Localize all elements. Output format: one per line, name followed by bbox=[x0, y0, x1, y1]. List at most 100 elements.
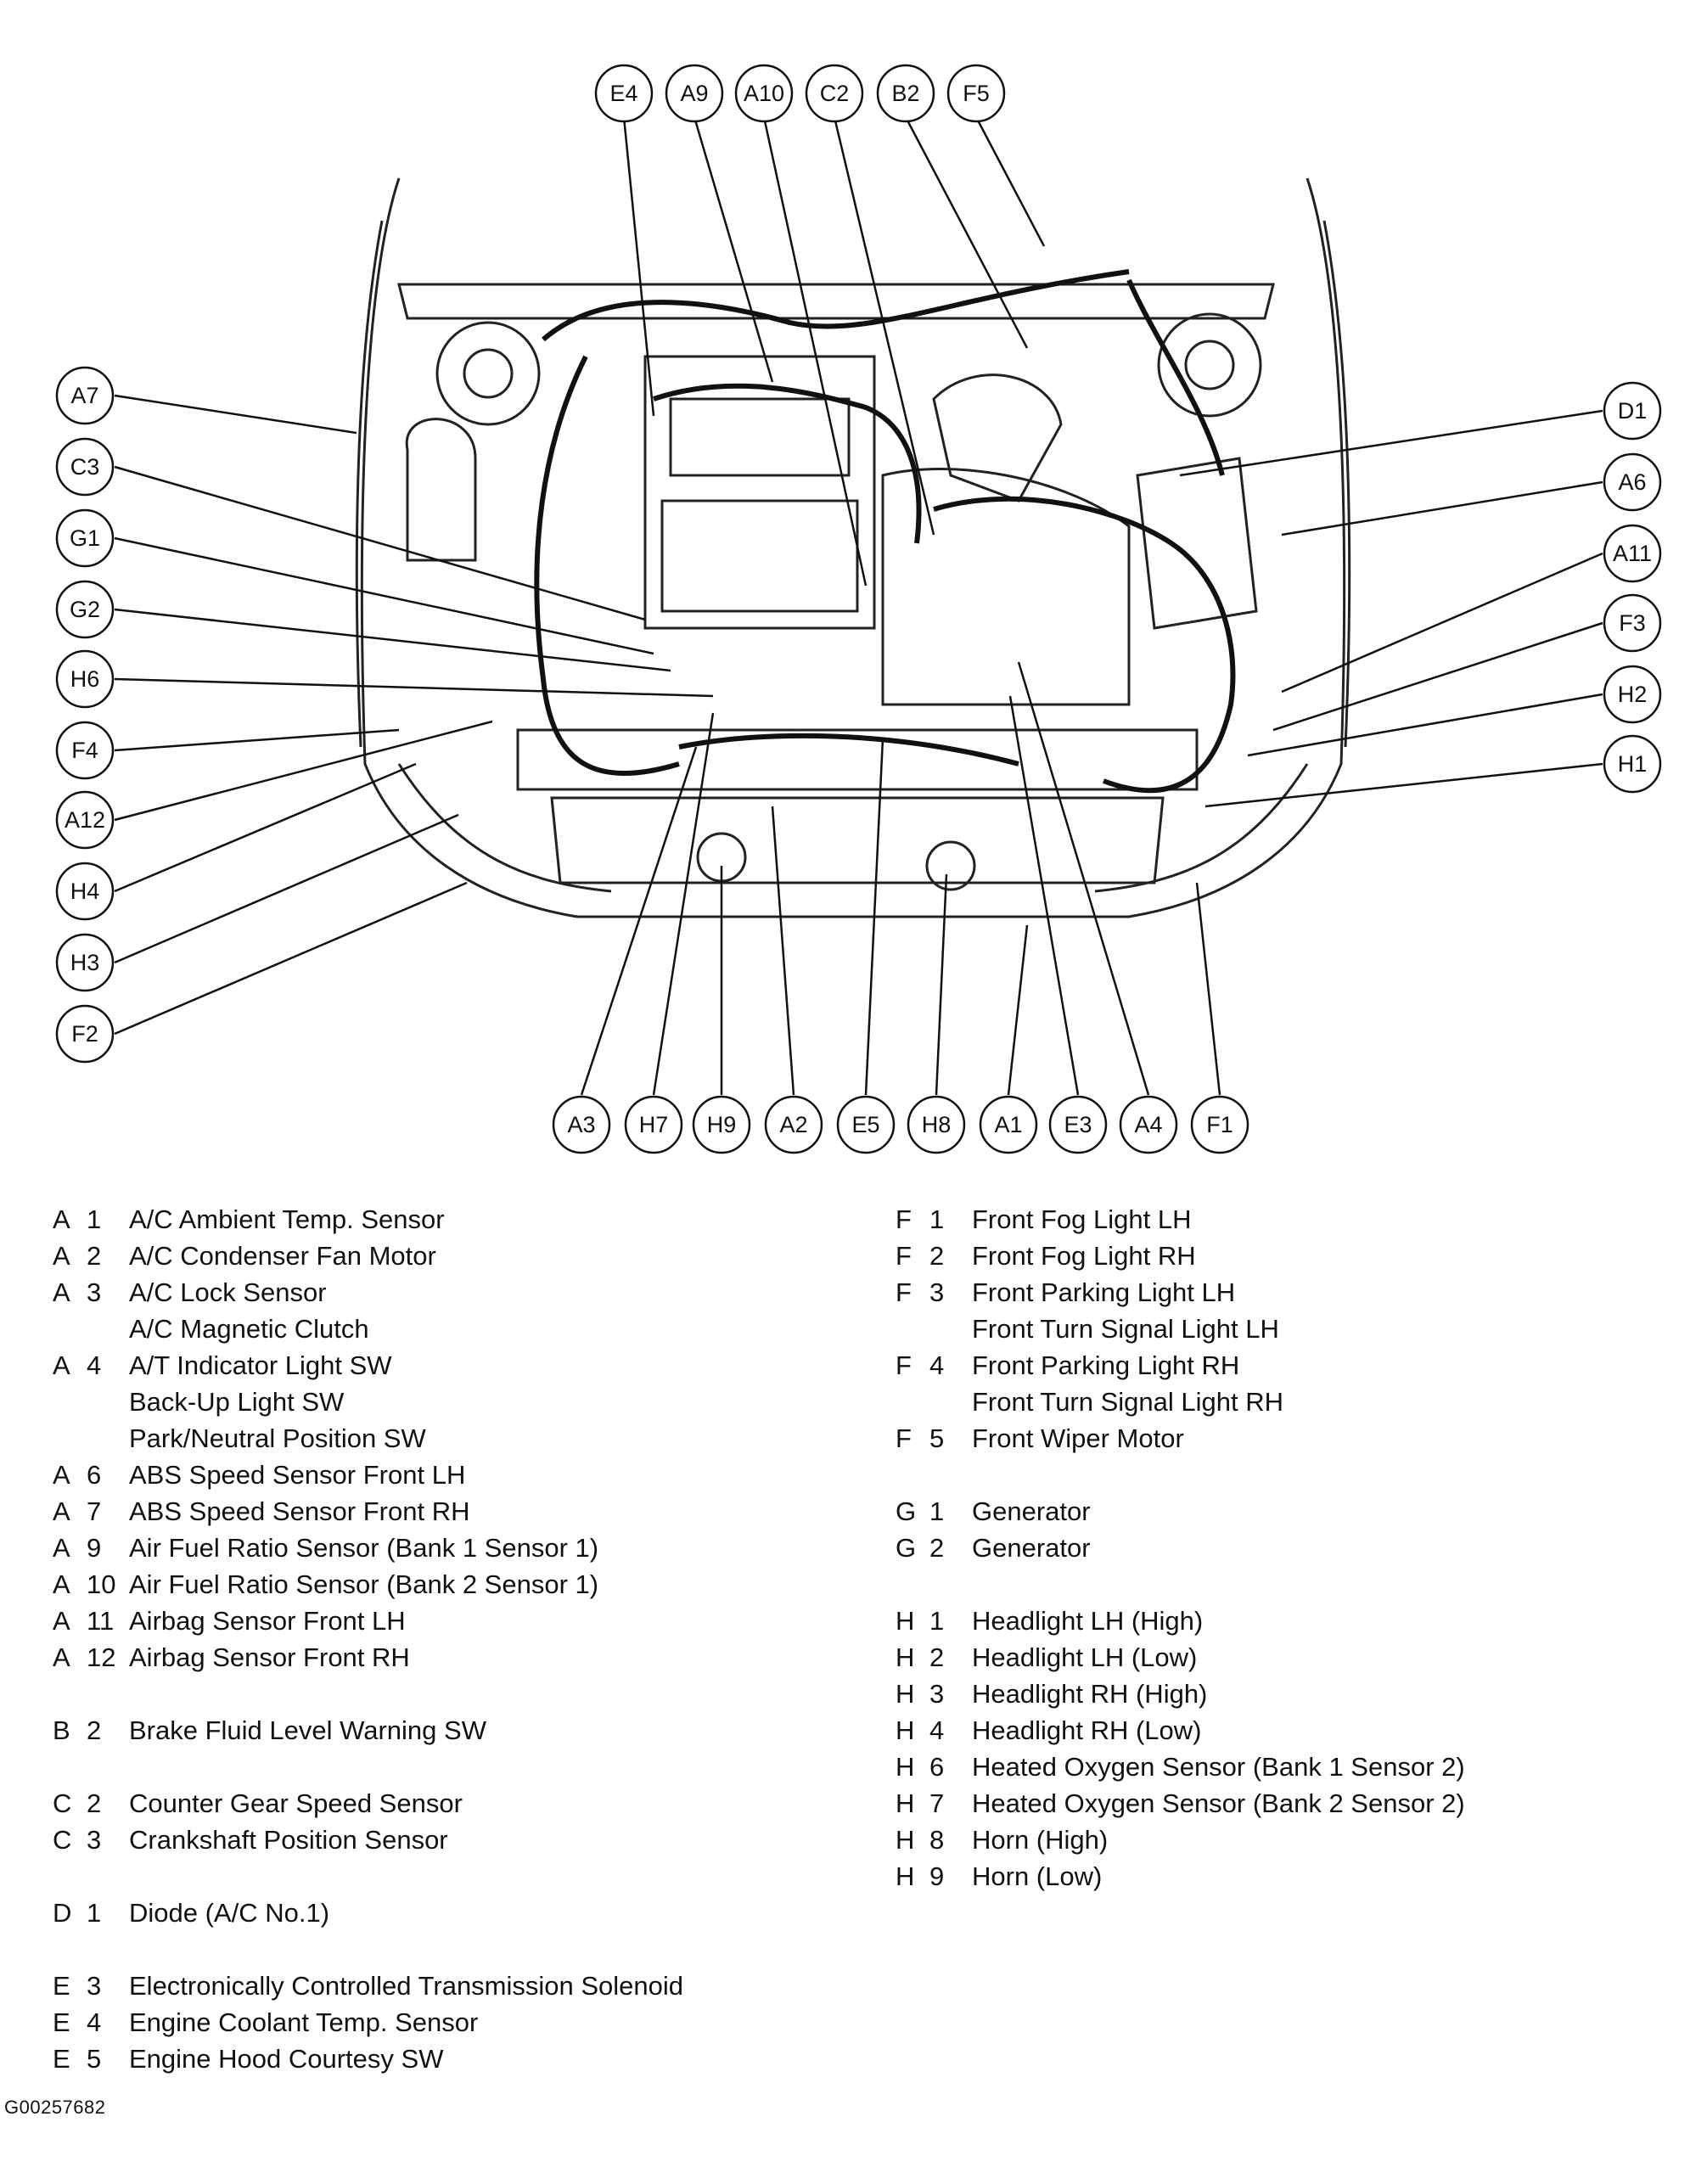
callout-label: D1 bbox=[1618, 398, 1648, 424]
callout-circle bbox=[55, 933, 115, 992]
legend-description: Brake Fluid Level Warning SW bbox=[129, 1715, 486, 1745]
legend-number: 5 bbox=[87, 2044, 102, 2074]
legend-number bbox=[87, 1311, 129, 1347]
legend-letter: C bbox=[53, 1788, 72, 1818]
legend-description: A/C Magnetic Clutch bbox=[129, 1314, 369, 1344]
legend-row: Front Turn Signal Light RH bbox=[896, 1384, 1659, 1420]
legend-letter: A bbox=[53, 1277, 70, 1307]
legend-letter: B bbox=[53, 1715, 70, 1745]
callout-e4: E4 bbox=[594, 64, 654, 123]
legend-number: 4 bbox=[929, 1350, 945, 1380]
legend-letter: F bbox=[896, 1423, 912, 1453]
legend-description: Heated Oxygen Sensor (Bank 1 Sensor 2) bbox=[972, 1752, 1465, 1782]
callout-f4: F4 bbox=[55, 721, 115, 780]
callout-e5: E5 bbox=[836, 1095, 896, 1154]
legend-number: 3 bbox=[87, 1825, 102, 1855]
legend-letter bbox=[53, 1384, 87, 1420]
callout-circle bbox=[734, 64, 794, 123]
legend-description: Counter Gear Speed Sensor bbox=[129, 1788, 463, 1818]
legend-letter: E bbox=[53, 2007, 70, 2037]
callout-label: E5 bbox=[851, 1112, 879, 1137]
callout-circle bbox=[805, 64, 864, 123]
legend-description: Front Turn Signal Light RH bbox=[972, 1387, 1284, 1417]
callout-circle bbox=[55, 580, 115, 639]
legend-row: Front Turn Signal Light LH bbox=[896, 1311, 1659, 1347]
legend-letter: H bbox=[896, 1642, 915, 1672]
callout-circle bbox=[55, 790, 115, 850]
callout-circle bbox=[55, 1004, 115, 1064]
legend-letter: A bbox=[53, 1204, 70, 1234]
callout-h6: H6 bbox=[55, 649, 115, 709]
callout-label: H7 bbox=[639, 1112, 669, 1137]
legend-number: 3 bbox=[929, 1679, 945, 1709]
legend-letter: H bbox=[896, 1788, 915, 1818]
callout-label: G2 bbox=[70, 597, 100, 622]
callout-label: E4 bbox=[609, 81, 637, 106]
legend-letter: A bbox=[53, 1350, 70, 1380]
callout-label: C2 bbox=[820, 81, 850, 106]
callout-circle bbox=[55, 366, 115, 425]
callout-circle bbox=[624, 1095, 683, 1154]
callout-d1: D1 bbox=[1603, 381, 1662, 441]
callout-label: G1 bbox=[70, 525, 100, 551]
legend-row: A/C Magnetic Clutch bbox=[53, 1311, 868, 1347]
callout-a7: A7 bbox=[55, 366, 115, 425]
callout-g1: G1 bbox=[55, 508, 115, 568]
legend-letter: F bbox=[896, 1277, 912, 1307]
callout-label: H2 bbox=[1618, 682, 1648, 707]
legend-description: ABS Speed Sensor Front LH bbox=[129, 1460, 466, 1490]
legend-description: A/C Ambient Temp. Sensor bbox=[129, 1204, 445, 1234]
legend-letter: A bbox=[53, 1569, 70, 1599]
legend-number: 3 bbox=[87, 1971, 102, 2001]
legend-letter: D bbox=[53, 1898, 72, 1928]
callout-h7: H7 bbox=[624, 1095, 683, 1154]
legend-description: Headlight LH (Low) bbox=[972, 1642, 1198, 1672]
legend-letter: H bbox=[896, 1861, 915, 1891]
callout-circle bbox=[1190, 1095, 1249, 1154]
legend-letter: C bbox=[53, 1825, 72, 1855]
legend-description: Front Turn Signal Light LH bbox=[972, 1314, 1279, 1344]
legend-number: 1 bbox=[929, 1606, 945, 1636]
legend-number: 1 bbox=[929, 1496, 945, 1526]
legend-number: 3 bbox=[929, 1277, 945, 1307]
engine-compartment-drawing bbox=[355, 177, 1351, 918]
callout-label: B2 bbox=[891, 81, 919, 106]
leader-lines bbox=[114, 116, 1603, 1096]
callout-h1: H1 bbox=[1603, 734, 1662, 794]
callout-circle bbox=[55, 862, 115, 921]
legend-description: Generator bbox=[972, 1533, 1091, 1563]
legend-number: 2 bbox=[87, 1715, 102, 1745]
legend-description: Horn (Low) bbox=[972, 1861, 1103, 1891]
callout-circle bbox=[1603, 665, 1662, 724]
callout-circle bbox=[665, 64, 724, 123]
callout-h8: H8 bbox=[907, 1095, 966, 1154]
callout-c2: C2 bbox=[805, 64, 864, 123]
legend-description: Crankshaft Position Sensor bbox=[129, 1825, 448, 1855]
legend-letter: F bbox=[896, 1204, 912, 1234]
callout-label: H4 bbox=[70, 879, 100, 904]
figure-id: G00257682 bbox=[4, 2097, 106, 2118]
callout-label: A4 bbox=[1134, 1112, 1162, 1137]
legend-letter: A bbox=[53, 1642, 70, 1672]
legend-description: Air Fuel Ratio Sensor (Bank 2 Sensor 1) bbox=[129, 1569, 599, 1599]
legend-letter: H bbox=[896, 1825, 915, 1855]
callout-f5: F5 bbox=[946, 64, 1006, 123]
callout-circle bbox=[55, 649, 115, 709]
legend-gap bbox=[896, 1457, 1659, 1493]
legend-number: 10 bbox=[87, 1569, 116, 1599]
callout-circle bbox=[55, 508, 115, 568]
legend-description: Headlight RH (High) bbox=[972, 1679, 1208, 1709]
legend-number: 3 bbox=[87, 1277, 102, 1307]
callout-circle bbox=[1603, 734, 1662, 794]
callout-circle bbox=[55, 437, 115, 497]
